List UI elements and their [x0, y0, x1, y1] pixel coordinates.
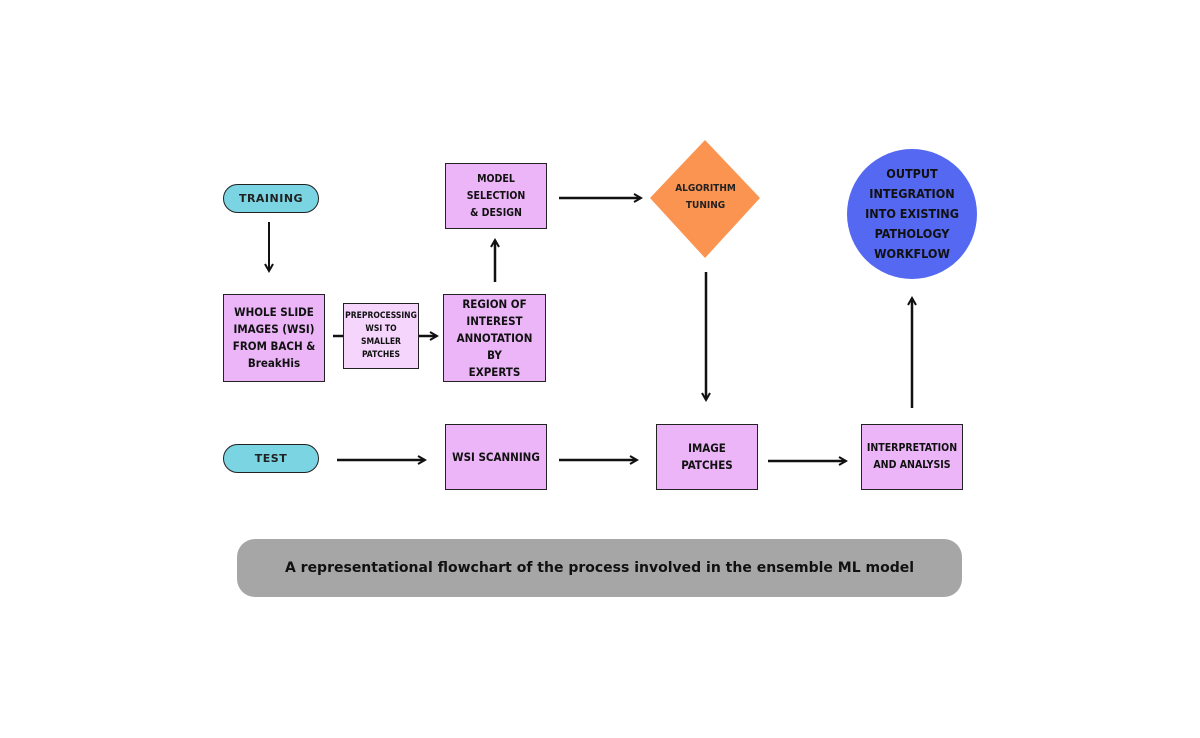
model-selection-box: MODEL SELECTION & DESIGN [445, 163, 547, 229]
image-patches-box: IMAGE PATCHES [656, 424, 758, 490]
training-pill: TRAINING [223, 184, 319, 213]
roi-annotation-box: REGION OF INTEREST ANNOTATION BY EXPERTS [443, 294, 546, 382]
wsi-source-box: WHOLE SLIDE IMAGES (WSI) FROM BACH & Bre… [223, 294, 325, 382]
preprocessing-box: PREPROCESSING WSI TO SMALLER PATCHES [343, 303, 419, 369]
output-integration-circle: OUTPUT INTEGRATION INTO EXISTING PATHOLO… [847, 149, 977, 279]
interpretation-box: INTERPRETATION AND ANALYSIS [861, 424, 963, 490]
wsi-scanning-box: WSI SCANNING [445, 424, 547, 490]
algorithm-tuning-diamond [650, 140, 760, 258]
algorithm-tuning-label: ALGORITHM TUNING [675, 183, 736, 211]
test-pill: TEST [223, 444, 319, 473]
caption: A representational flowchart of the proc… [237, 539, 962, 597]
